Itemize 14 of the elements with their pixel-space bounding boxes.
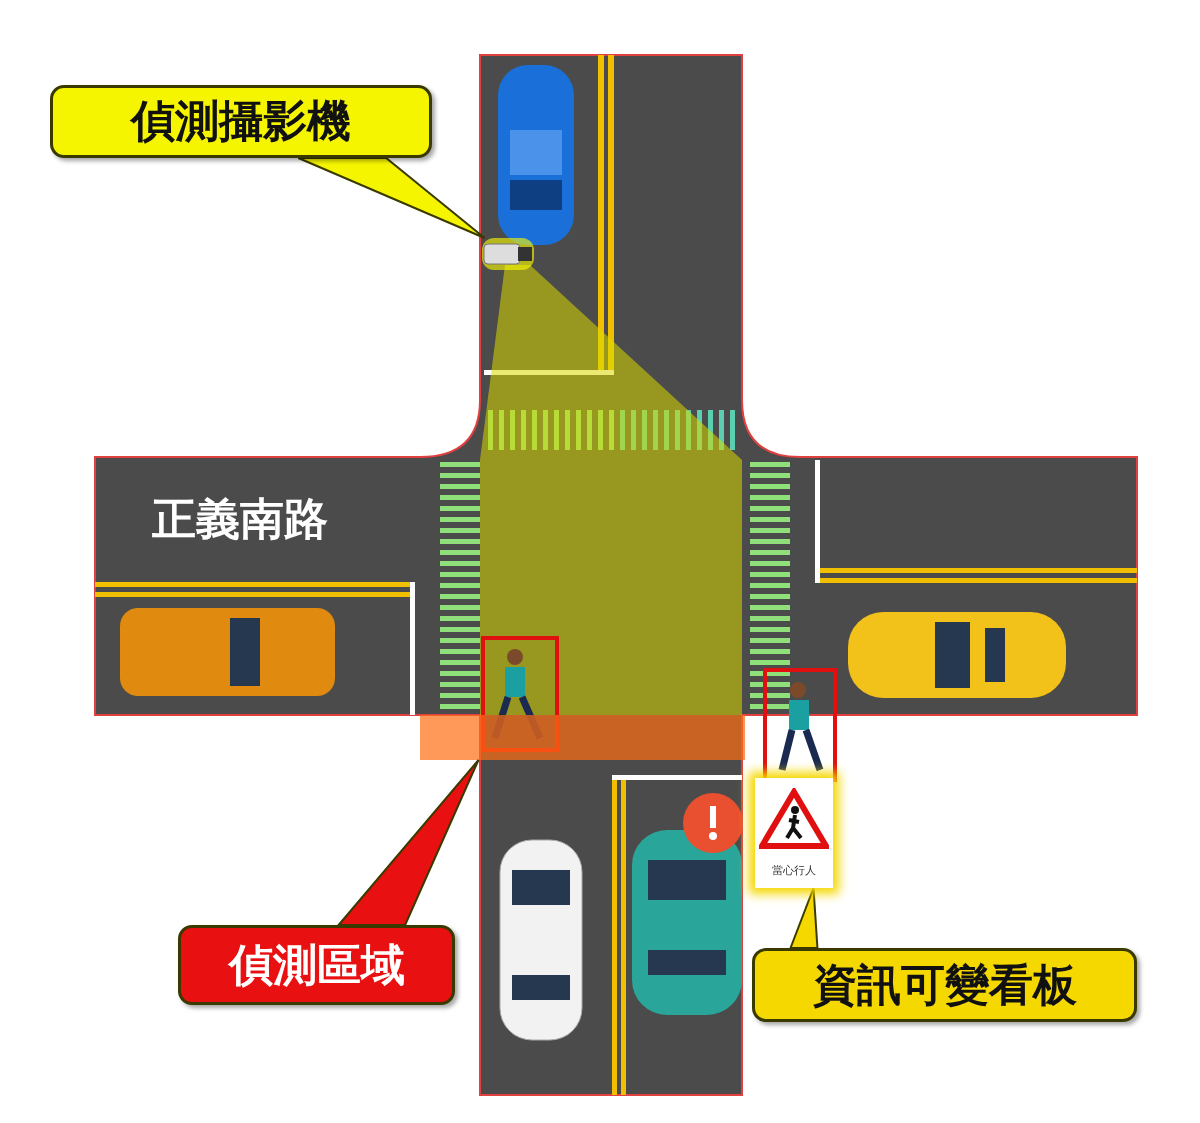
callout-text: 偵測區域 <box>228 937 405 992</box>
warning-sign <box>755 778 833 888</box>
road-name: 正義南路 <box>152 492 328 546</box>
callout-box <box>50 85 432 158</box>
leader-line <box>789 887 819 949</box>
callout-text: 偵測攝影機 <box>131 94 351 148</box>
sign-text: 當心行人 <box>772 862 816 878</box>
callout-text: 資訊可變看板 <box>812 957 1077 1012</box>
callout-box <box>178 925 455 1005</box>
leader-line <box>297 157 486 239</box>
camera-icon <box>482 238 534 270</box>
detection-zone <box>420 715 745 760</box>
leader-line <box>336 759 480 926</box>
callout-box <box>752 948 1137 1022</box>
